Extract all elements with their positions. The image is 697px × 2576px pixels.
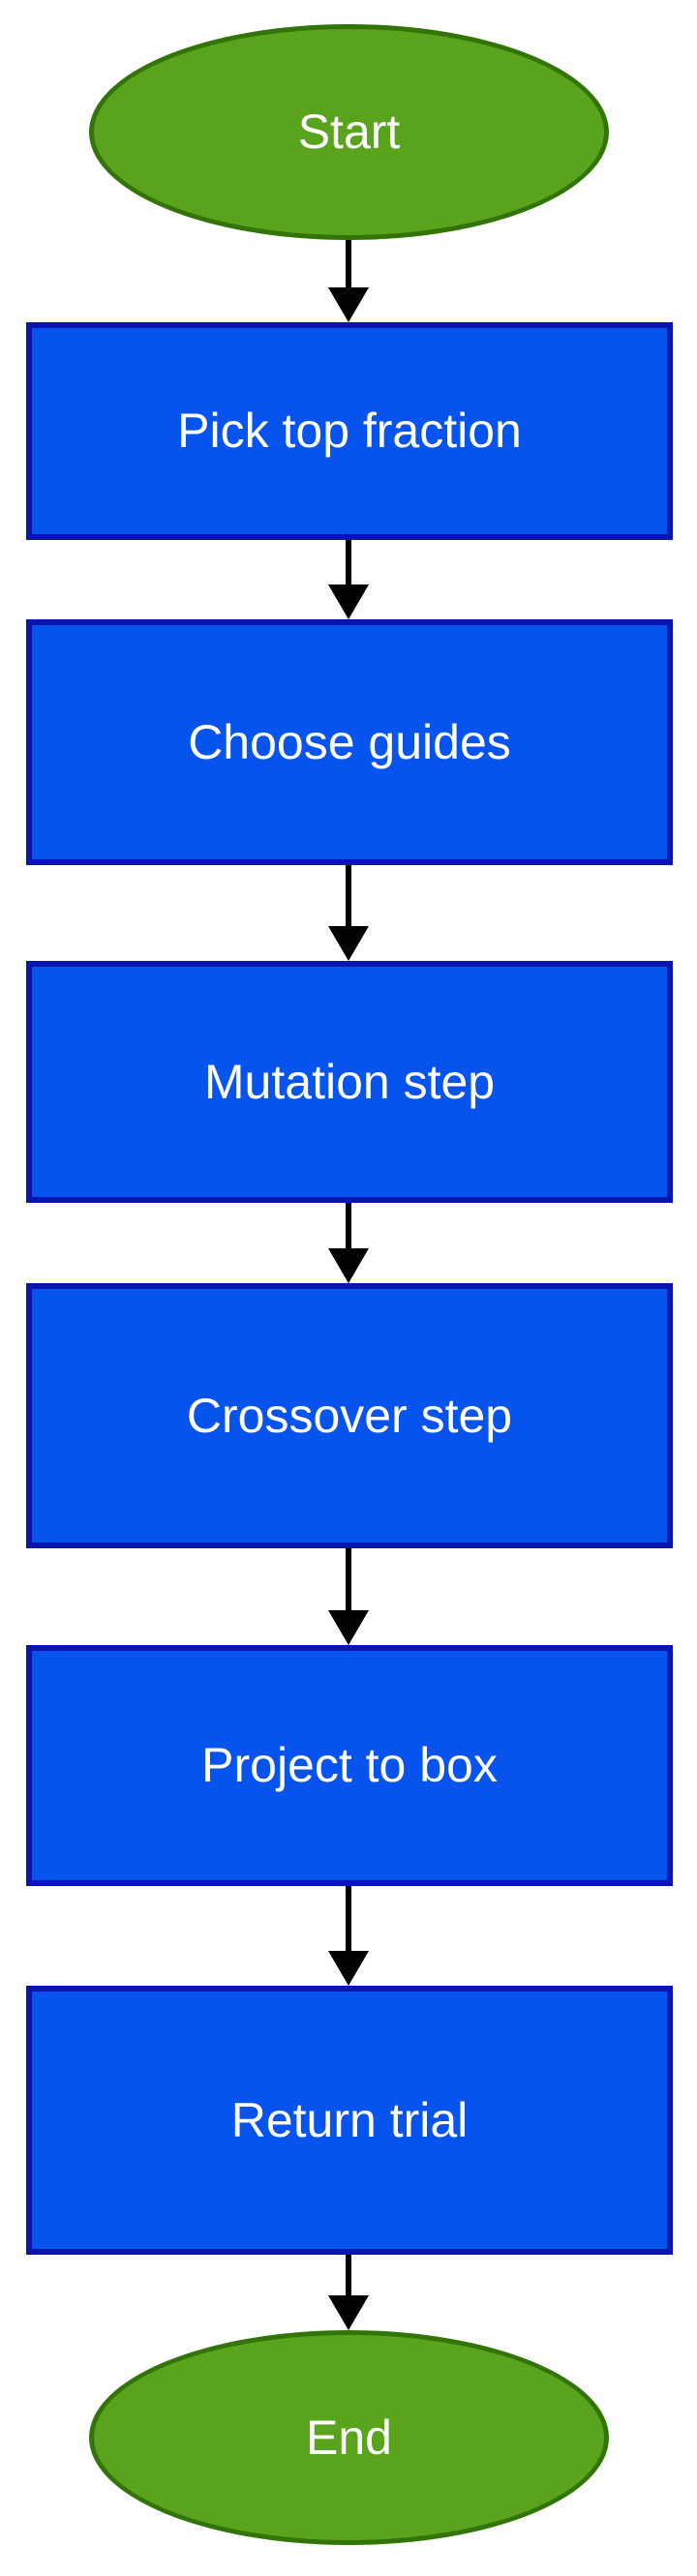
node-start-label: Start bbox=[297, 105, 401, 159]
arrowhead-down-icon bbox=[328, 1951, 369, 1986]
arrow-project-to-box-to-return-trial bbox=[328, 1886, 369, 1986]
node-return-trial: Return trial bbox=[26, 1986, 673, 2255]
node-start: Start bbox=[89, 24, 609, 240]
arrowhead-down-icon bbox=[328, 287, 369, 322]
node-project-to-box-label: Project to box bbox=[201, 1738, 498, 1792]
node-choose-guides: Choose guides bbox=[26, 619, 673, 865]
arrow-start-to-pick-top-fraction bbox=[328, 240, 369, 322]
arrow-pick-top-fraction-to-choose-guides bbox=[328, 540, 369, 619]
node-crossover-step-label: Crossover step bbox=[186, 1388, 513, 1443]
arrow-line bbox=[346, 865, 351, 926]
arrow-line bbox=[346, 1203, 351, 1248]
arrow-line bbox=[346, 2255, 351, 2295]
arrowhead-down-icon bbox=[328, 926, 369, 961]
arrowhead-down-icon bbox=[328, 584, 369, 619]
node-mutation-step-label: Mutation step bbox=[203, 1054, 496, 1109]
arrow-return-trial-to-end bbox=[328, 2255, 369, 2330]
node-pick-top-fraction-label: Pick top fraction bbox=[177, 404, 522, 458]
node-pick-top-fraction: Pick top fraction bbox=[26, 322, 673, 540]
arrow-choose-guides-to-mutation-step bbox=[328, 865, 369, 961]
arrow-crossover-step-to-project-to-box bbox=[328, 1548, 369, 1645]
arrowhead-down-icon bbox=[328, 2295, 369, 2330]
arrow-line bbox=[346, 540, 351, 584]
arrowhead-down-icon bbox=[328, 1610, 369, 1645]
arrow-line bbox=[346, 1548, 351, 1610]
node-mutation-step: Mutation step bbox=[26, 961, 673, 1203]
node-crossover-step: Crossover step bbox=[26, 1283, 673, 1548]
node-project-to-box: Project to box bbox=[26, 1645, 673, 1886]
node-end: End bbox=[89, 2330, 609, 2545]
arrowhead-down-icon bbox=[328, 1248, 369, 1283]
node-choose-guides-label: Choose guides bbox=[188, 714, 511, 769]
arrow-mutation-step-to-crossover-step bbox=[328, 1203, 369, 1283]
arrow-line bbox=[346, 1886, 351, 1951]
node-end-label: End bbox=[306, 2410, 392, 2465]
node-return-trial-label: Return trial bbox=[230, 2092, 469, 2147]
arrow-line bbox=[346, 240, 351, 287]
